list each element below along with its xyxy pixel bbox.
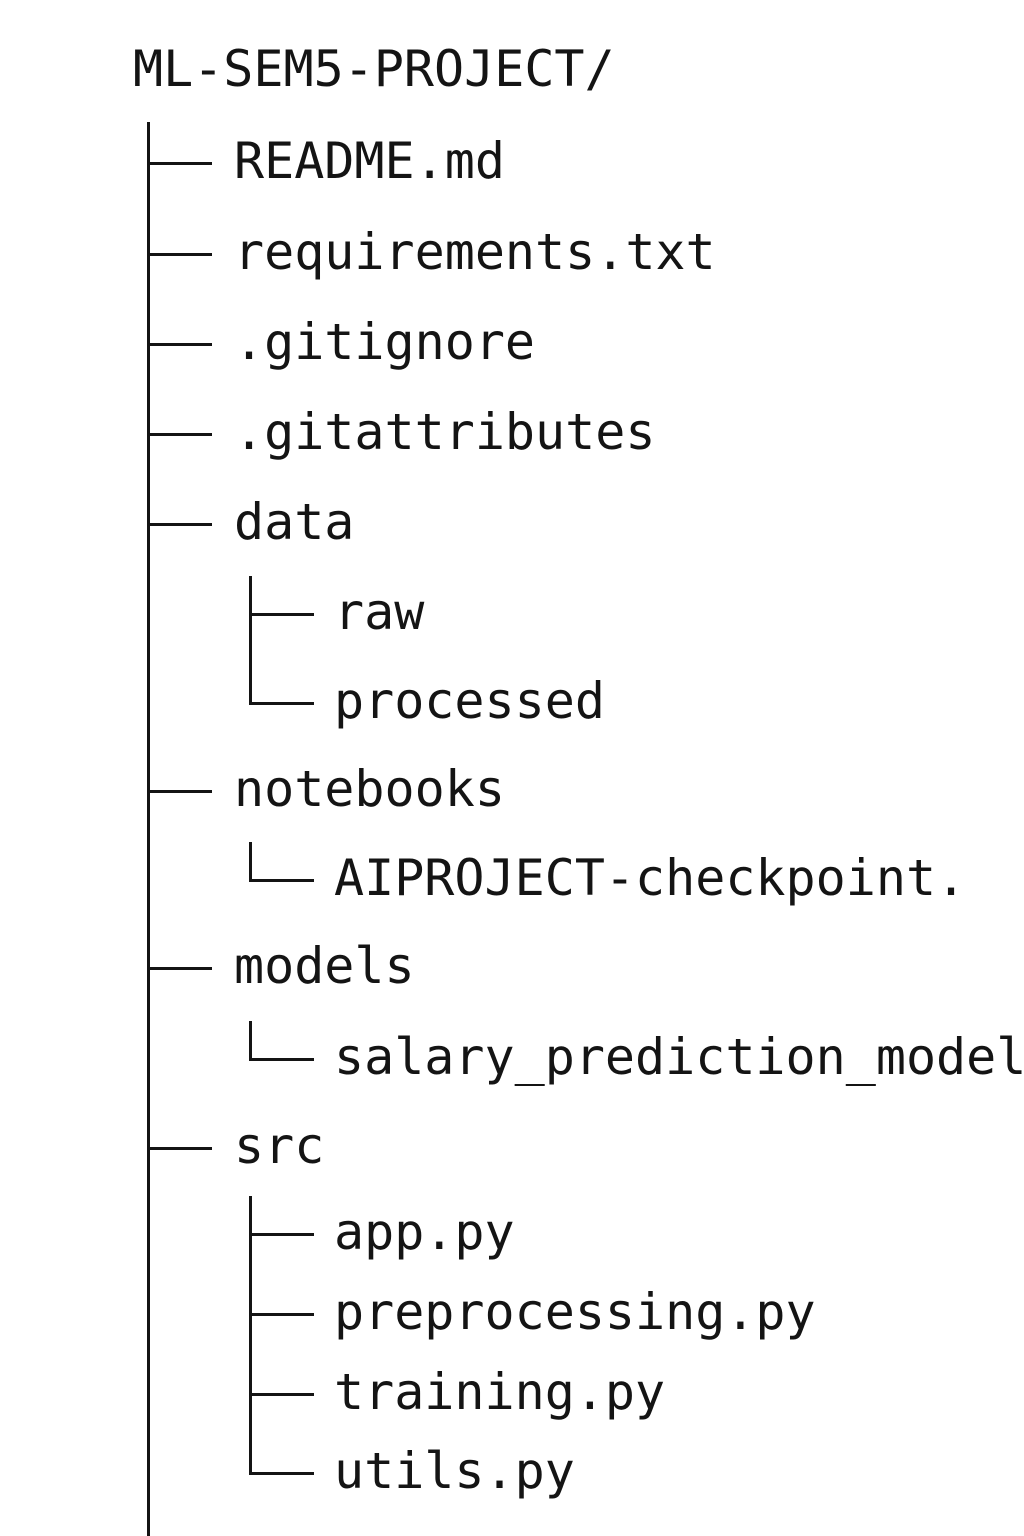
folder-models-subtree-line (249, 1021, 252, 1060)
branch-connector (147, 967, 212, 970)
branch-connector (147, 523, 212, 526)
file-gitattributes-label: .gitattributes (234, 403, 656, 461)
sub-branch-connector (249, 613, 314, 616)
sub-branch-connector (249, 1058, 314, 1061)
folder-notebooks-subtree-line (249, 842, 252, 881)
branch-connector (147, 343, 212, 346)
tree-trunk-line (147, 122, 150, 1536)
branch-connector (147, 790, 212, 793)
root-folder-label: ML-SEM5-PROJECT/ (133, 40, 615, 98)
sub-branch-connector (249, 1393, 314, 1396)
file-app-py-label: app.py (334, 1203, 515, 1261)
sub-branch-connector (249, 879, 314, 882)
file-aiproject-checkpoint-label: AIPROJECT-checkpoint. (334, 849, 967, 907)
folder-data-subtree-line (249, 576, 252, 704)
file-gitignore-label: .gitignore (234, 313, 536, 371)
sub-branch-connector (249, 1472, 314, 1475)
file-preprocessing-py-label: preprocessing.py (334, 1283, 816, 1341)
branch-connector (147, 253, 212, 256)
folder-src-subtree-line (249, 1196, 252, 1474)
file-utils-py-label: utils.py (334, 1442, 575, 1500)
file-training-py-label: training.py (334, 1363, 666, 1421)
file-requirements-label: requirements.txt (234, 223, 716, 281)
file-readme-label: README.md (234, 132, 505, 190)
branch-connector (147, 162, 212, 165)
sub-branch-connector (249, 702, 314, 705)
folder-src-label: src (234, 1117, 325, 1175)
sub-branch-connector (249, 1233, 314, 1236)
branch-connector (147, 1147, 212, 1150)
file-salary-prediction-model-label: salary_prediction_model (334, 1028, 1024, 1086)
folder-notebooks-label: notebooks (234, 760, 505, 818)
folder-processed-label: processed (334, 672, 605, 730)
folder-models-label: models (234, 937, 415, 995)
sub-branch-connector (249, 1313, 314, 1316)
folder-data-label: data (234, 493, 355, 551)
folder-raw-label: raw (334, 583, 425, 641)
branch-connector (147, 433, 212, 436)
